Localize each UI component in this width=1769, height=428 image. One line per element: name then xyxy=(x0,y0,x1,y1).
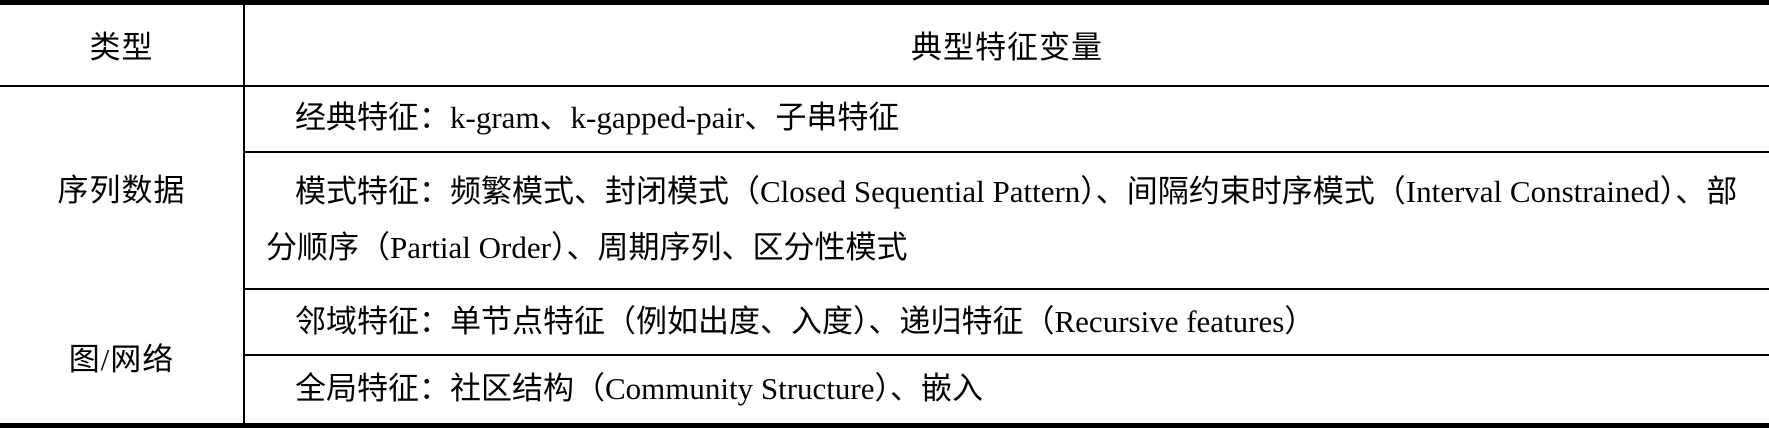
cell-classic-features: 经典特征：k-gram、k-gapped-pair、子串特征 xyxy=(244,84,1769,152)
table-row: 图/网络 邻域特征：单节点特征（例如出度、入度）、递归特征（Recursive … xyxy=(0,288,1769,426)
table-row: 序列数据 经典特征：k-gram、k-gapped-pair、子串特征 xyxy=(0,84,1769,290)
cell-global-features: 全局特征：社区结构（Community Structure）、嵌入 xyxy=(244,354,1769,426)
table-header-row: 类型 典型特征变量 xyxy=(0,2,1769,87)
type-cell-graph-network: 图/网络 xyxy=(0,289,245,426)
column-header-type: 类型 xyxy=(0,2,245,87)
cell-pattern-features: 模式特征：频繁模式、封闭模式（Closed Sequential Pattern… xyxy=(244,150,1769,290)
column-header-typical-feature-variables: 典型特征变量 xyxy=(244,2,1769,87)
type-cell-sequence-data: 序列数据 xyxy=(0,85,245,290)
table-row: 模式特征：频繁模式、封闭模式（Closed Sequential Pattern… xyxy=(0,150,1769,290)
cell-neighborhood-features: 邻域特征：单节点特征（例如出度、入度）、递归特征（Recursive featu… xyxy=(244,288,1769,356)
table-row: 全局特征：社区结构（Community Structure）、嵌入 xyxy=(0,354,1769,426)
